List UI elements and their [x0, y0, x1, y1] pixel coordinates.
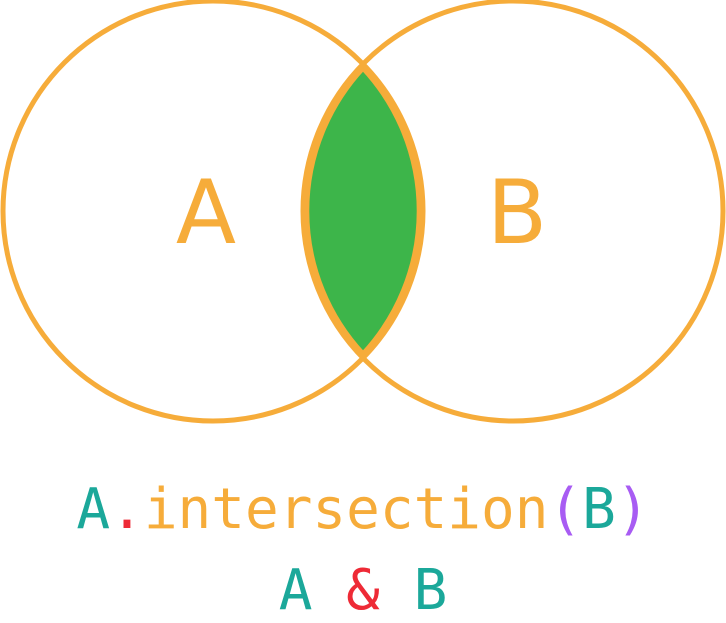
intersection-region	[304, 64, 422, 358]
ampersand-operator: &	[346, 558, 380, 623]
dot-operator: .	[110, 477, 144, 542]
venn-diagram: A B	[0, 0, 726, 424]
method-call-expression: A.intersection(B)	[0, 478, 726, 542]
receiver-operand: A	[76, 477, 111, 542]
method-name: intersection	[143, 477, 549, 542]
close-paren: )	[615, 477, 650, 542]
right-operand: B	[413, 558, 448, 623]
set-b-label: B	[487, 161, 547, 264]
set-a-circle	[0, 0, 426, 424]
operator-expression: A & B	[0, 559, 726, 623]
argument-operand: B	[582, 477, 616, 542]
left-operand: A	[278, 558, 313, 623]
open-paren: (	[548, 477, 583, 542]
set-b-circle	[300, 0, 726, 424]
set-a-label: A	[176, 161, 236, 264]
